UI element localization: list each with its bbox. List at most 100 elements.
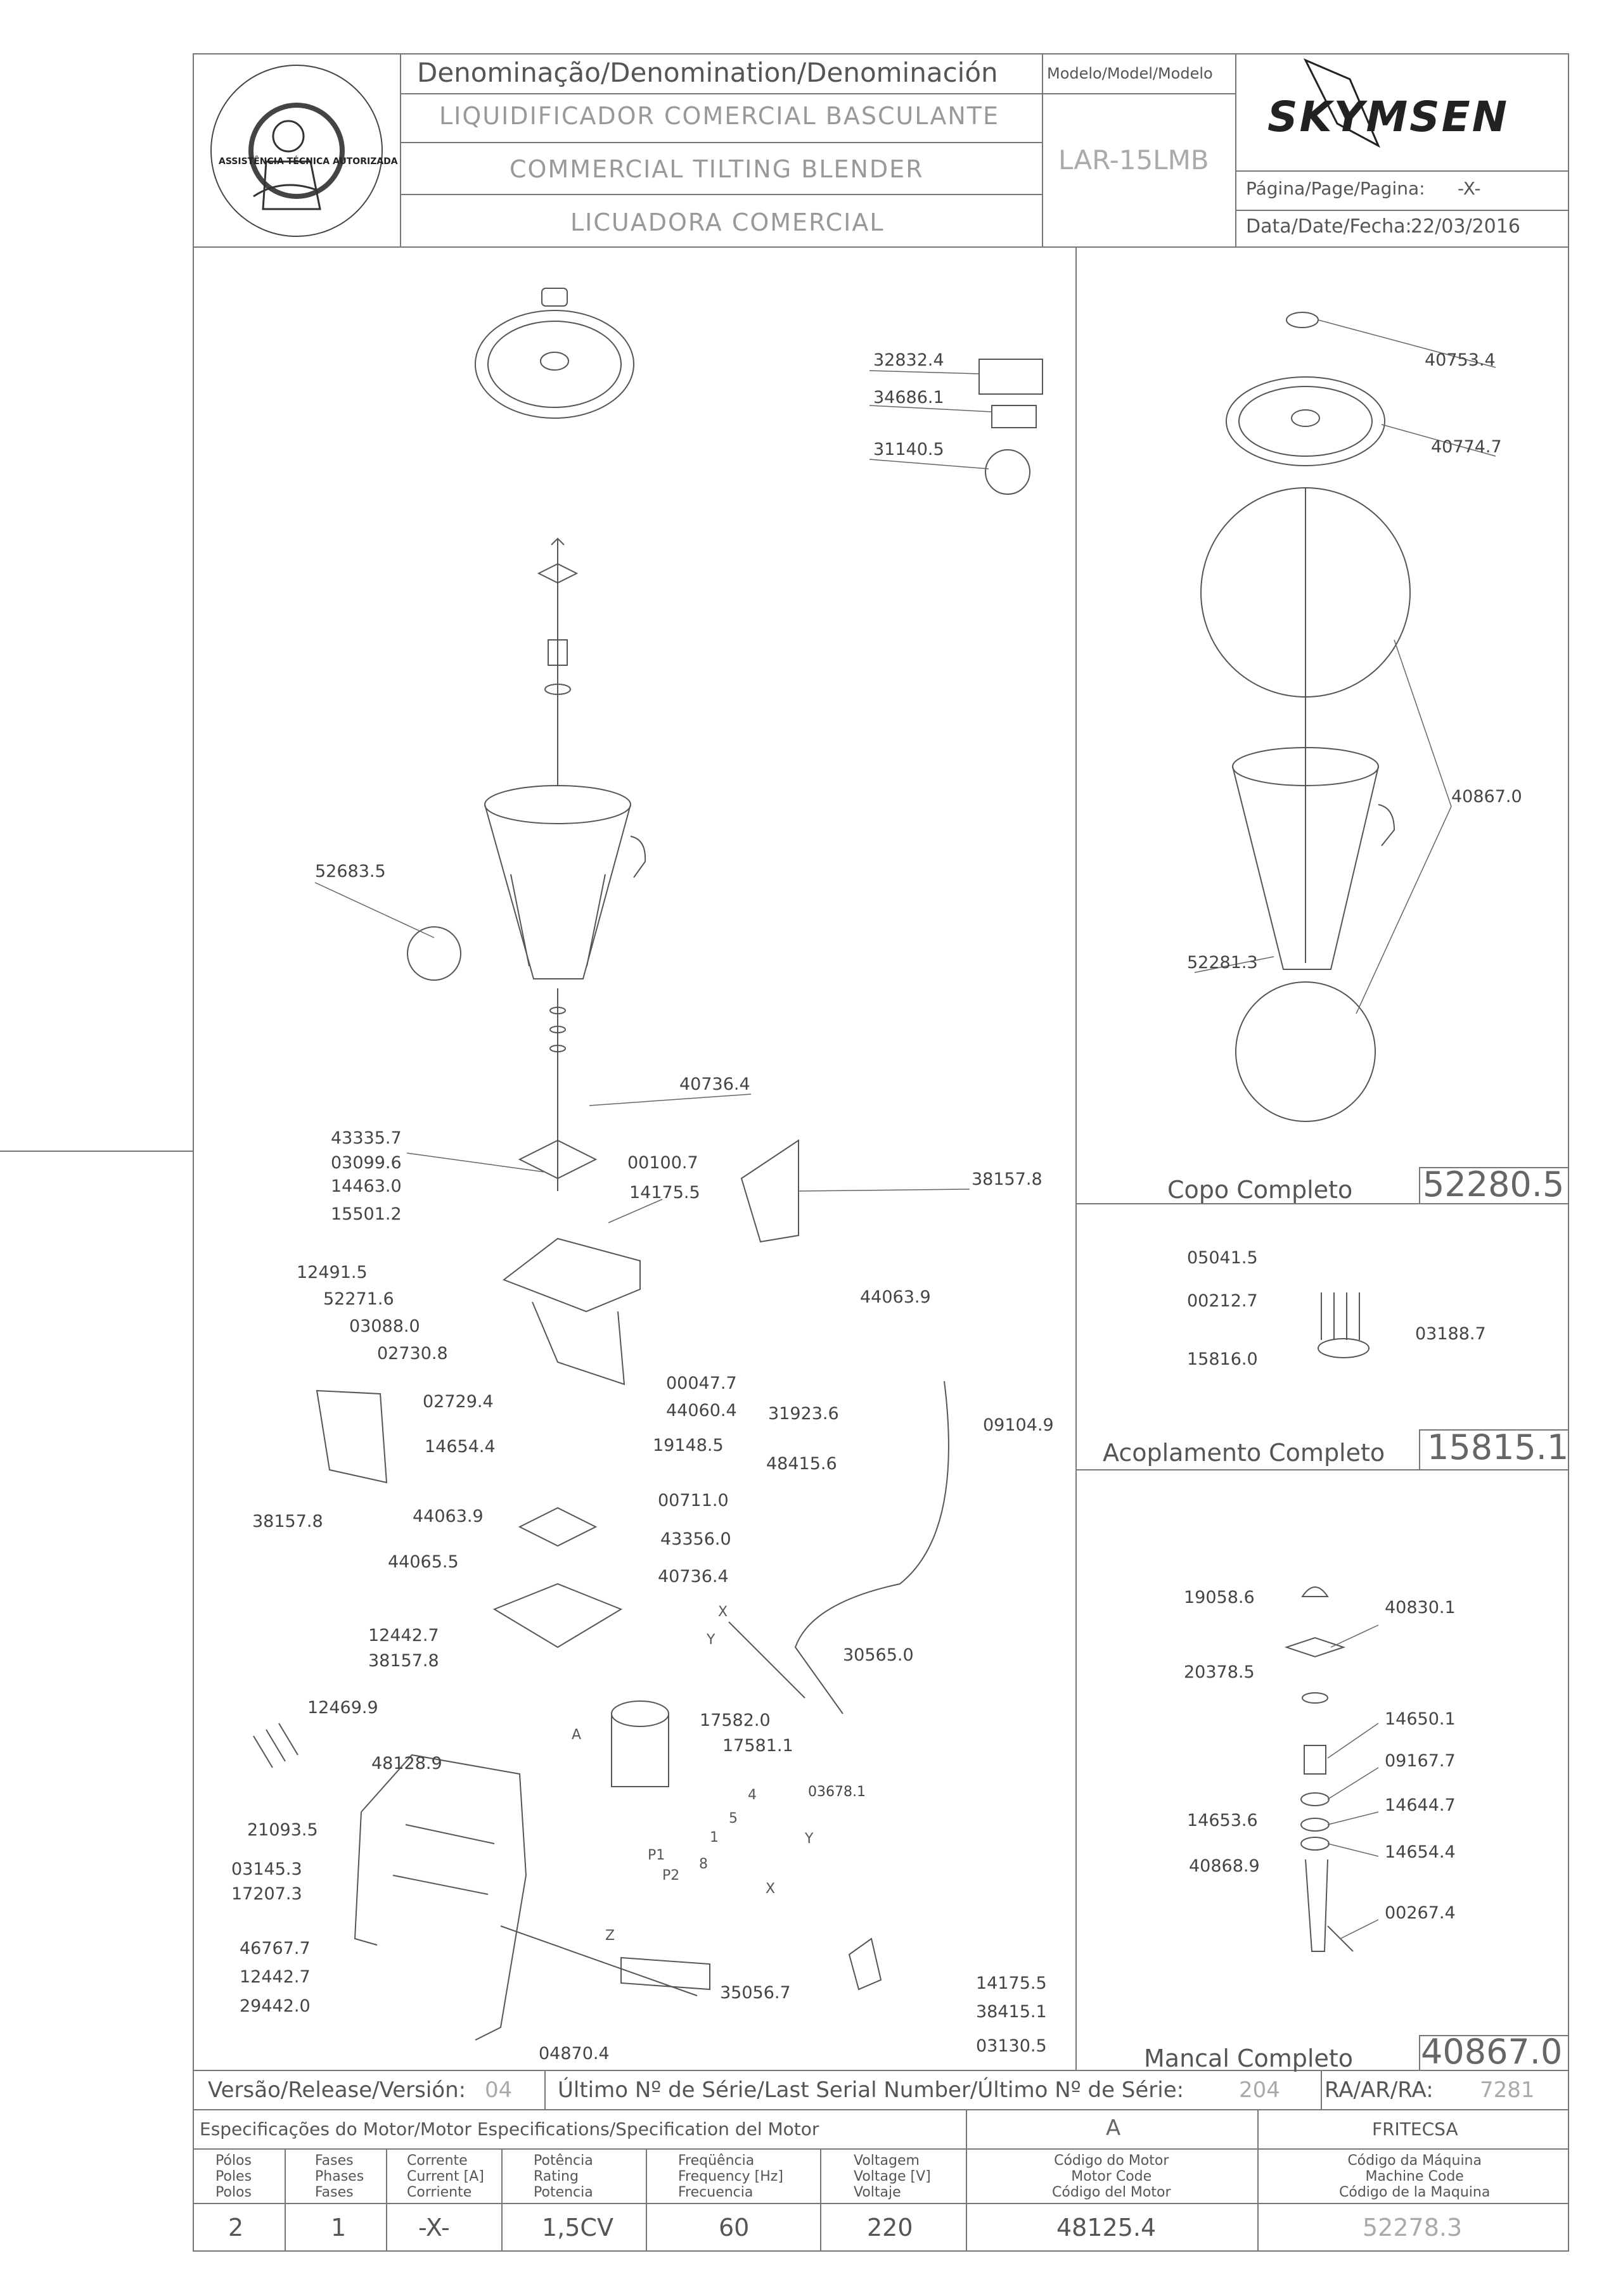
part-number: 05041.5 bbox=[1187, 1248, 1258, 1268]
part-number: 52271.6 bbox=[323, 1289, 394, 1309]
part-number: 40753.4 bbox=[1425, 350, 1496, 370]
page-label: Página/Page/Pagina: bbox=[1246, 178, 1425, 199]
wire-mark: P1 bbox=[648, 1847, 665, 1863]
value-frequency: 60 bbox=[719, 2214, 750, 2242]
part-number: 14175.5 bbox=[976, 1974, 1047, 1993]
wire-mark: X bbox=[766, 1881, 776, 1897]
part-number: 02729.4 bbox=[423, 1392, 494, 1412]
part-number: 12469.9 bbox=[307, 1698, 378, 1718]
brand-logo: SKYMSEN bbox=[1267, 92, 1510, 141]
mancal-code: 40867.0 bbox=[1421, 2032, 1563, 2072]
part-number: 09104.9 bbox=[983, 1415, 1054, 1435]
wire-mark: P2 bbox=[662, 1868, 680, 1884]
version-label: Versão/Release/Versión: bbox=[208, 2077, 466, 2103]
leader-lines bbox=[314, 319, 1496, 1939]
part-number: 46767.7 bbox=[240, 1939, 311, 1958]
part-number: 00212.7 bbox=[1187, 1291, 1258, 1311]
wire-mark: 8 bbox=[699, 1856, 708, 1872]
part-number: 14463.0 bbox=[331, 1177, 402, 1196]
part-number: 14653.6 bbox=[1187, 1811, 1258, 1830]
copo-title: Copo Completo bbox=[1167, 1176, 1353, 1204]
part-number: 38157.8 bbox=[972, 1170, 1042, 1189]
part-number: 40867.0 bbox=[1451, 787, 1522, 807]
motor-manufacturer: FRITECSA bbox=[1372, 2119, 1458, 2140]
exploded-view-drawing bbox=[253, 288, 1411, 2041]
model-label: Modelo/Model/Modelo bbox=[1047, 65, 1213, 82]
wire-mark: Y bbox=[707, 1632, 715, 1648]
outer-frame bbox=[193, 53, 1569, 2252]
ra-label: RA/AR/RA: bbox=[1325, 2077, 1434, 2103]
serial-label: Último Nº de Série/Last Serial Number/Úl… bbox=[558, 2077, 1184, 2103]
part-number: 43356.0 bbox=[660, 1529, 731, 1549]
part-number: 12442.7 bbox=[368, 1626, 439, 1645]
authorized-service-seal bbox=[210, 65, 383, 237]
part-number: 20378.5 bbox=[1184, 1662, 1255, 1682]
part-number: 32832.4 bbox=[873, 350, 944, 370]
version-value: 04 bbox=[485, 2077, 513, 2103]
part-number: 03130.5 bbox=[976, 2036, 1047, 2056]
part-number: 15816.0 bbox=[1187, 1349, 1258, 1369]
model-value: LAR-15LMB bbox=[1058, 144, 1209, 175]
value-phases: 1 bbox=[331, 2214, 347, 2242]
serial-value: 204 bbox=[1239, 2077, 1280, 2103]
wire-mark: X bbox=[718, 1604, 728, 1620]
product-name-es: LICUADORA COMERCIAL bbox=[570, 208, 885, 236]
part-number: 19148.5 bbox=[653, 1436, 724, 1455]
ra-value: 7281 bbox=[1480, 2077, 1535, 2103]
part-number: 31923.6 bbox=[768, 1404, 839, 1424]
part-number: 40736.4 bbox=[679, 1075, 750, 1094]
part-number: 02730.8 bbox=[377, 1344, 448, 1363]
wire-mark: 1 bbox=[710, 1830, 719, 1846]
part-number: 52281.3 bbox=[1187, 953, 1258, 973]
part-number: 17582.0 bbox=[700, 1711, 771, 1730]
value-machine-code: 52278.3 bbox=[1363, 2214, 1463, 2242]
part-number: 03145.3 bbox=[231, 1859, 302, 1879]
part-number: 34686.1 bbox=[873, 388, 944, 407]
part-number: 00047.7 bbox=[666, 1374, 737, 1393]
part-number: 14175.5 bbox=[629, 1183, 700, 1202]
part-number: 38415.1 bbox=[976, 2002, 1047, 2022]
part-number: 03088.0 bbox=[349, 1317, 420, 1336]
part-number: 52683.5 bbox=[315, 862, 386, 881]
part-number: 40868.9 bbox=[1189, 1856, 1260, 1876]
wire-mark: Y bbox=[805, 1831, 814, 1847]
part-number: 03678.1 bbox=[808, 1784, 866, 1800]
part-number: 00711.0 bbox=[658, 1491, 729, 1510]
product-name-pt: LIQUIDIFICADOR COMERCIAL BASCULANTE bbox=[439, 102, 999, 130]
part-number: 40830.1 bbox=[1385, 1598, 1456, 1617]
part-number: 04870.4 bbox=[539, 2044, 610, 2063]
wire-mark: Z bbox=[605, 1928, 615, 1944]
part-number: 29442.0 bbox=[240, 1996, 311, 2016]
part-number: 40736.4 bbox=[658, 1567, 729, 1586]
part-number: 00267.4 bbox=[1385, 1903, 1456, 1923]
date-value: 22/03/2016 bbox=[1411, 215, 1520, 238]
wire-mark: A bbox=[572, 1727, 582, 1743]
part-number: 30565.0 bbox=[843, 1645, 914, 1665]
motor-spec-label: Especificações do Motor/Motor Especifica… bbox=[200, 2119, 819, 2140]
part-number: 38157.8 bbox=[252, 1512, 323, 1531]
date-label: Data/Date/Fecha: bbox=[1246, 215, 1412, 238]
part-number: 38157.8 bbox=[368, 1651, 439, 1671]
copo-code: 52280.5 bbox=[1423, 1164, 1565, 1204]
part-number: 03188.7 bbox=[1415, 1324, 1486, 1344]
denomination-label: Denominação/Denomination/Denominación bbox=[417, 57, 998, 88]
seal-text: ASSISTÊNCIA TÉCNICA AUTORIZADA bbox=[219, 156, 398, 167]
part-number: 17581.1 bbox=[722, 1736, 793, 1756]
part-number: 44063.9 bbox=[413, 1507, 484, 1526]
wire-mark: 5 bbox=[729, 1811, 738, 1827]
motor-column-a: A bbox=[1106, 2115, 1121, 2141]
part-number: 31140.5 bbox=[873, 440, 944, 459]
part-number: 12442.7 bbox=[240, 1967, 311, 1987]
mancal-title: Mancal Completo bbox=[1144, 2044, 1353, 2072]
part-number: 14644.7 bbox=[1385, 1795, 1456, 1815]
part-number: 40774.7 bbox=[1431, 437, 1502, 457]
